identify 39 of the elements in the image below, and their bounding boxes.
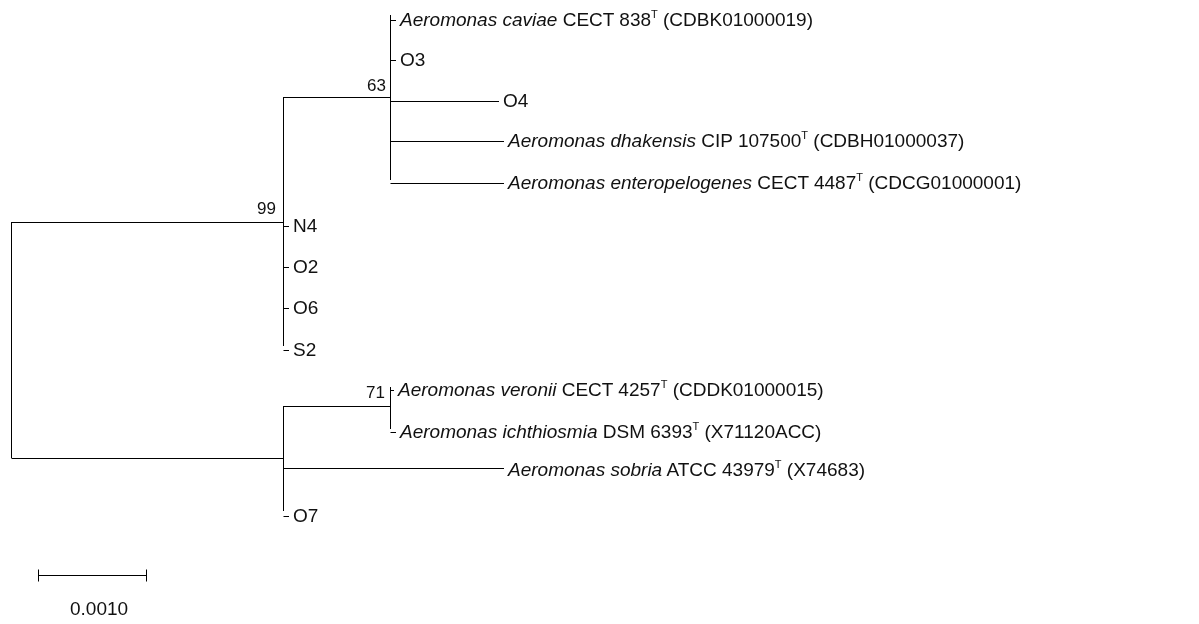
taxon-label: S2 — [293, 339, 317, 361]
vertical-branch-line — [390, 387, 391, 429]
taxon-label: Aeromonas caviae CECT 838$^{T}$ (CDBK01000019) — [400, 9, 813, 31]
bootstrap-value: 99 — [257, 199, 276, 219]
horizontal-branch-line — [283, 267, 290, 268]
vertical-branch-line — [11, 222, 12, 458]
bootstrap-value: 63 — [367, 76, 386, 96]
horizontal-branch-line — [390, 432, 397, 433]
vertical-branch-line — [283, 406, 284, 511]
scale-value: 0.0010 — [70, 599, 129, 619]
horizontal-branch-line — [283, 516, 290, 517]
taxon-label: O2 — [293, 256, 319, 278]
horizontal-branch-line — [390, 101, 500, 102]
horizontal-branch-line — [11, 222, 284, 223]
horizontal-branch-line — [390, 141, 505, 142]
horizontal-branch-line — [283, 308, 290, 309]
taxon-label: O6 — [293, 297, 319, 319]
horizontal-branch-line — [283, 406, 391, 407]
bootstrap-value: 71 — [366, 383, 385, 403]
taxon-label: O3 — [400, 49, 426, 71]
horizontal-branch-line — [390, 390, 395, 391]
horizontal-branch-line — [390, 183, 505, 184]
taxon-label: Aeromonas ichthiosmia DSM 6393$^{T}$ (X71120ACC) — [400, 421, 822, 443]
horizontal-branch-line — [390, 60, 397, 61]
taxon-label: Aeromonas veronii CECT 4257$^{T}$ (CDDK01000015) — [398, 379, 824, 401]
taxon-label: Aeromonas dhakensis CIP 107500$^{T}$ (CDBH01000037) — [508, 130, 965, 152]
taxon-label: Aeromonas sobria ATCC 43979$^{T}$ (X74683) — [508, 459, 866, 481]
taxon-label: N4 — [293, 215, 318, 237]
horizontal-branch-line — [283, 97, 391, 98]
horizontal-branch-line — [390, 20, 397, 21]
taxon-label: O4 — [503, 90, 529, 112]
vertical-branch-line — [283, 97, 284, 346]
taxon-label: Aeromonas enteropelogenes CECT 4487$^{T}$ (CDCG01000001) — [508, 172, 1022, 194]
horizontal-branch-line — [11, 458, 284, 459]
horizontal-branch-line — [283, 468, 505, 469]
horizontal-branch-line — [283, 350, 290, 351]
taxon-label: O7 — [293, 505, 319, 527]
vertical-branch-line — [390, 15, 391, 180]
horizontal-branch-line — [283, 226, 290, 227]
